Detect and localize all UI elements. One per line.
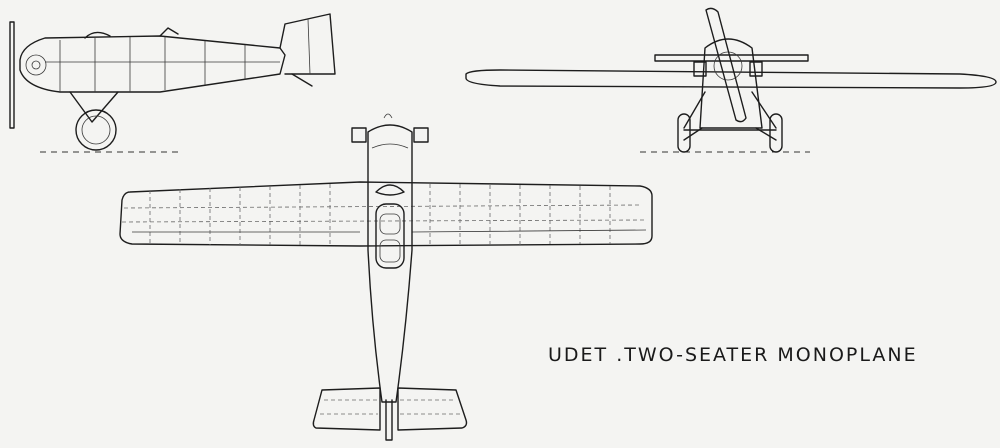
plan-view xyxy=(119,113,653,441)
rudder-plan xyxy=(385,399,393,441)
landing-gear-side xyxy=(69,91,119,123)
fuselage-front xyxy=(699,38,763,129)
wing-front xyxy=(465,69,997,89)
tail-fin-side xyxy=(279,13,336,75)
fuselage-side xyxy=(19,35,286,93)
propeller-side xyxy=(9,21,15,129)
side-view xyxy=(9,13,336,153)
cockpit-plan xyxy=(375,203,405,269)
windscreen xyxy=(375,184,405,196)
drawing-caption: UDET .TWO-SEATER MONOPLANE xyxy=(548,344,918,366)
propeller-front xyxy=(705,7,747,123)
wing-plan xyxy=(119,181,653,247)
wheel-side xyxy=(75,109,117,151)
wheel-front-left xyxy=(677,113,691,153)
wheel-front-right xyxy=(769,113,783,153)
tailplane-left xyxy=(312,387,381,431)
tailplane-right xyxy=(397,387,468,431)
front-view xyxy=(465,7,997,153)
fuselage-plan xyxy=(367,124,413,403)
